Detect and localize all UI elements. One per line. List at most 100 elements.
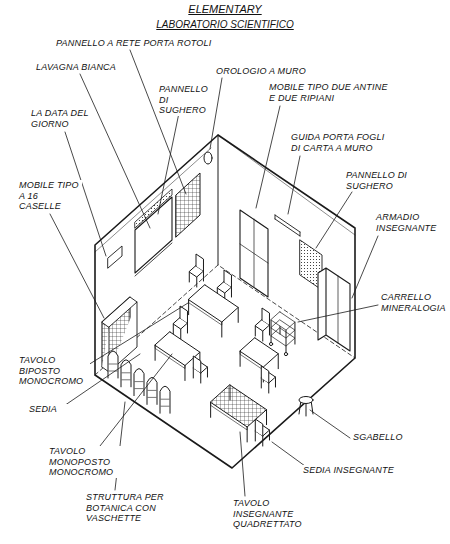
chair [262,436,263,446]
chair [173,324,174,334]
chair [189,272,190,282]
chair [193,356,200,373]
single-table [278,354,279,369]
chair [189,254,203,287]
chair [255,326,256,336]
mineral-cart [269,312,294,356]
chair [180,329,181,339]
paper-guide [275,215,300,236]
net-panel [176,173,200,237]
botany-structure [147,377,157,404]
callout-label: GUIDA PORTA FOGLI DI CARTA A MURO [290,132,392,153]
cabinet-top [102,297,137,372]
chair [196,277,197,287]
wardrobe-door-line [338,276,339,343]
cabinet-door-line [240,219,268,287]
callout-label: TAVOLO BIPOSTO MONOCROMO [18,355,90,387]
room-outline [218,135,219,265]
mineral-cart [269,342,272,345]
chair [193,356,207,383]
leader-lines [310,410,350,438]
teacher-table [266,410,267,425]
chair [268,383,269,393]
callout-label: STRUTTURA PER BOTANICA CON VASCHETTE [85,492,182,524]
stool [299,397,313,417]
leader-lines [298,305,378,322]
mineral-cart [284,352,287,355]
callout-label: MOBILE TIPO DUE ANTINE E DUE RIPIANI [268,82,395,103]
leader-lines [50,50,378,496]
diagram-subtitle: LABORATORIO SCIENTIFICO [140,19,310,30]
chair [231,287,232,297]
leader-lines [100,354,172,446]
botany-structure [148,397,156,398]
botany-structure [122,372,130,373]
double-table [189,285,239,322]
callout-label: SGABELLO [352,432,414,443]
chair [180,306,187,323]
chair [255,419,262,436]
callout-label: TAVOLO INSEGNANTE QUADRETTATO [232,498,326,530]
single-table [155,332,200,381]
chair [269,430,270,440]
teacher-table [211,402,248,430]
leader-lines [240,432,245,496]
date-board [108,246,122,268]
callout-label: CARRELLO MINERALOGIA [380,292,448,313]
leader-lines [50,214,104,318]
leader-lines [158,108,180,214]
callout-label: ARMADIO INSEGNANTE [375,212,443,233]
chair [224,270,231,287]
whiteboard-tray [135,243,172,276]
botany-structure [122,379,130,380]
callout-label: SEDIA INSEGNANTE [302,465,404,476]
leader-lines [256,106,280,208]
botany-structure [109,364,117,365]
wall-clock [204,152,212,164]
mineral-cart [286,330,287,352]
chair [262,331,263,341]
cork-strip [135,189,172,228]
botany-structure [160,386,170,413]
callout-label: SEDIA [28,404,70,415]
callout-label: PANNELLO A RETE PORTA ROTOLI [55,38,217,49]
callout-label: PANNELLO DI SUGHERO [158,84,215,116]
callout-label: LA DATA DEL GIORNO [30,108,92,129]
botany-structure [108,351,118,378]
stool [299,397,313,404]
chair [269,325,270,335]
leader-lines [80,74,150,228]
two-door-cabinet [240,210,268,297]
chair [255,431,256,441]
leader-lines [130,50,186,194]
room-outline [95,135,355,468]
botany-structure [161,406,169,407]
chair [261,366,268,383]
chair [262,308,269,325]
chair [207,367,208,377]
chair [203,271,204,281]
botany-structure [135,381,143,382]
botany-structure [135,388,143,389]
room-sketch [50,50,378,496]
room-outline [95,135,355,468]
mineral-cart [294,322,295,344]
callout-label: LAVAGNA BIANCA [35,62,127,73]
chair [261,378,262,388]
botany-structure [148,390,156,391]
botany-structure [108,351,170,413]
mineral-cart [271,320,272,342]
chair [255,308,269,341]
callout-label: PANNELLO DI SUGHERO [345,170,409,191]
double-table [189,300,222,325]
wall-items [102,152,350,372]
chair [261,366,275,393]
callout-label: TAVOLO MONOPOSTO MONOCROMO [48,446,130,478]
chair [275,377,276,387]
double-table [189,285,239,337]
leader-lines [288,156,300,214]
floor-furniture [108,254,313,446]
single-table [240,338,278,367]
mineral-cart [271,328,295,346]
chair [193,368,194,378]
